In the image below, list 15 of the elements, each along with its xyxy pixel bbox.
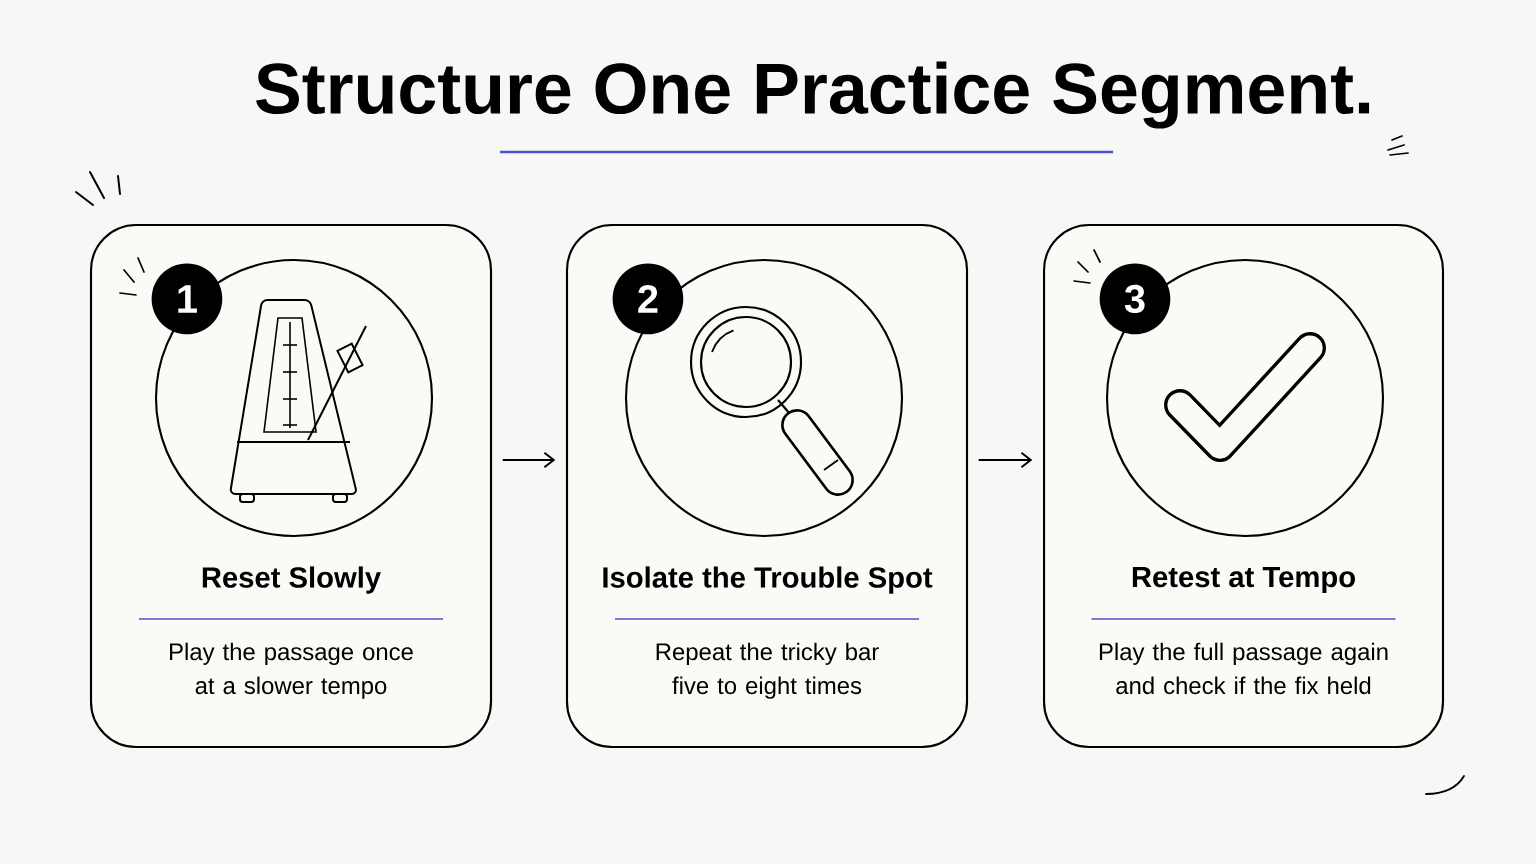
step-heading: Retest at Tempo xyxy=(1132,566,1355,594)
step-heading: Reset Slowly xyxy=(202,566,381,594)
step-description: Repeat the tricky bar five to eight times xyxy=(656,642,879,699)
step-description: Play the full passage again and check if the fix held xyxy=(1099,642,1388,695)
number-badge: 1 xyxy=(151,263,223,335)
number-badge: 2 xyxy=(612,263,684,335)
arrow xyxy=(501,451,556,469)
step-heading: Isolate the Trouble Spot xyxy=(603,566,933,594)
title: Structure One Practice Segment. xyxy=(256,61,1370,129)
step-description: Play the passage once at a slower tempo xyxy=(170,642,413,699)
arrow xyxy=(977,451,1033,469)
step-card xyxy=(565,223,969,749)
step-card xyxy=(89,223,493,749)
number-badge: 3 xyxy=(1099,263,1171,335)
step-card xyxy=(1042,223,1445,749)
